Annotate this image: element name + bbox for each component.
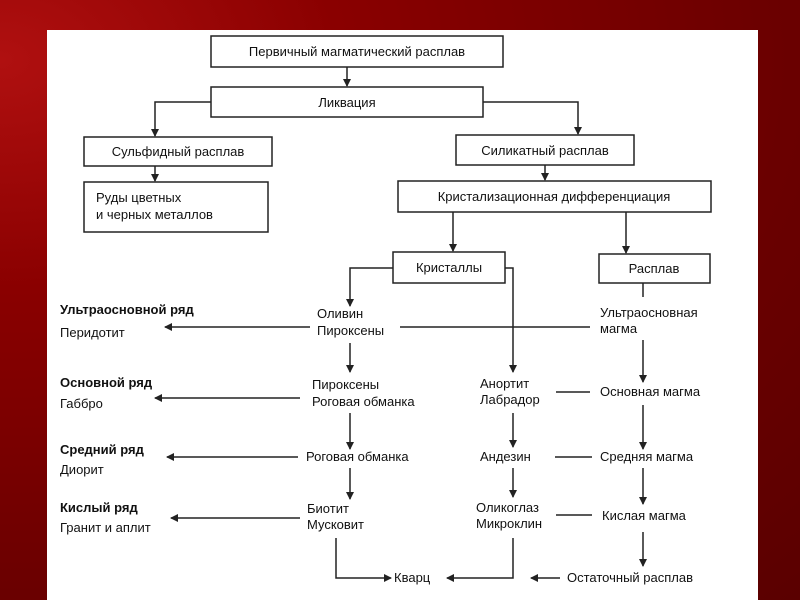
- box-crystallization: Кристализационная дифференциация: [397, 180, 712, 213]
- box-label: Сульфидный расплав: [112, 144, 245, 159]
- mineral-label: Пироксены: [317, 323, 384, 338]
- mineral-label: Мусковит: [307, 517, 364, 532]
- box-label: и черных металлов: [96, 207, 213, 222]
- rock-name: Диорит: [60, 462, 104, 477]
- magma-label: Основная магма: [600, 384, 701, 399]
- box-label: Кристаллы: [416, 260, 482, 275]
- mineral-label: Пироксены: [312, 377, 379, 392]
- box-ores: Руды цветных и черных металлов: [83, 181, 269, 233]
- rock-series-acid: Кислый ряд Гранит и аплит: [60, 500, 151, 535]
- rock-series-basic: Основной ряд Габбро: [60, 375, 153, 411]
- box-label: Силикатный расплав: [481, 143, 609, 158]
- mineral-label: Роговая обманка: [312, 394, 415, 409]
- rock-name: Габбро: [60, 396, 103, 411]
- connectors: [151, 67, 647, 582]
- series-name: Средний ряд: [60, 442, 145, 457]
- rock-name: Перидотит: [60, 325, 125, 340]
- box-label: Кристализационная дифференциация: [438, 189, 671, 204]
- box-primary-melt: Первичный магматический расплав: [210, 35, 504, 68]
- series-name: Кислый ряд: [60, 500, 138, 515]
- magma-label: Остаточный расплав: [567, 570, 693, 585]
- box-label: Первичный магматический расплав: [249, 44, 465, 59]
- quartz-label: Кварц: [394, 570, 431, 585]
- box-silicate-melt: Силикатный расплав: [455, 134, 635, 166]
- mineral-label: Биотит: [307, 501, 349, 516]
- mineral-label: Оливин: [317, 306, 363, 321]
- mineral-label: Андезин: [480, 449, 531, 464]
- box-label: Ликвация: [318, 95, 375, 110]
- mineral-label: Лабрадор: [480, 392, 540, 407]
- box-label: Руды цветных: [96, 190, 182, 205]
- mineral-label: Микроклин: [476, 516, 542, 531]
- diagram-panel: [47, 30, 758, 600]
- magma-label: Кислая магма: [602, 508, 687, 523]
- mineral-label: Оликоглаз: [476, 500, 539, 515]
- series-name: Ультраосновной ряд: [60, 302, 194, 317]
- magma-label: Средняя магма: [600, 449, 694, 464]
- rock-name: Гранит и аплит: [60, 520, 151, 535]
- box-label: Расплав: [629, 261, 680, 276]
- box-crystals: Кристаллы: [392, 251, 506, 284]
- box-liquation: Ликвация: [210, 86, 484, 118]
- rock-series-ultrabasic: Ультраосновной ряд Перидотит: [60, 302, 194, 340]
- rock-series-intermediate: Средний ряд Диорит: [60, 442, 145, 477]
- magma-label: Ультраосновная: [600, 305, 698, 320]
- mineral-label: Роговая обманка: [306, 449, 409, 464]
- box-sulfide-melt: Сульфидный расплав: [83, 136, 273, 167]
- series-name: Основной ряд: [60, 375, 153, 390]
- magma-label: магма: [600, 321, 638, 336]
- box-melt: Расплав: [598, 253, 711, 284]
- mineral-label: Анортит: [480, 376, 529, 391]
